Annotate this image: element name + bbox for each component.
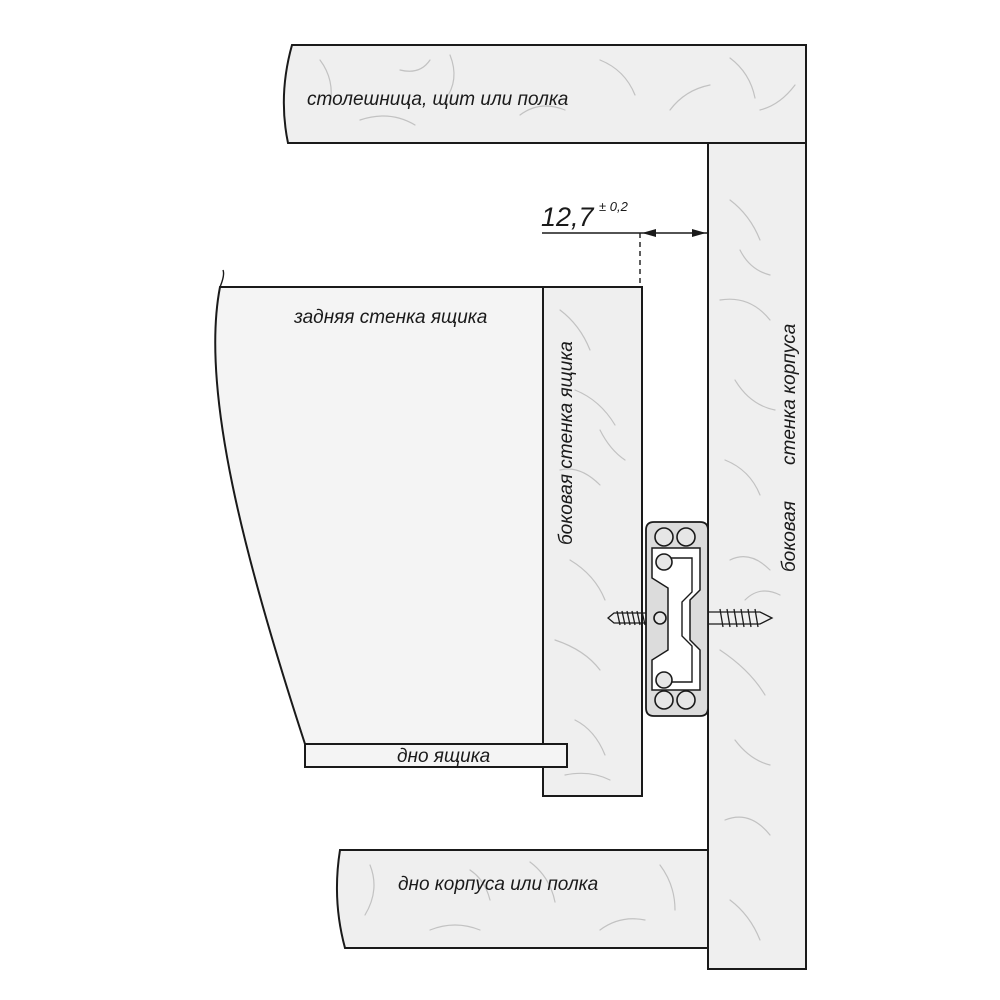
wood-grain — [719, 199, 781, 941]
drawer-back-wall-label: задняя стенка ящика — [293, 307, 487, 328]
drawer-screw-icon — [606, 610, 652, 626]
ball-bearing-slide — [606, 521, 774, 717]
cabinet-bottom-panel — [335, 849, 709, 949]
cabinet-bottom-label: дно корпуса или полка — [398, 874, 598, 895]
dimension-annotation: 12,7 ± 0,2 — [541, 199, 707, 287]
dimension-value: 12,7 — [541, 202, 595, 232]
cabinet-side-wall-label-line2: стенка корпуса — [779, 324, 800, 465]
wood-grain — [364, 861, 676, 931]
bearing-ball-icon — [655, 553, 673, 571]
drawer-side-wall-label: боковая стенка ящика — [556, 341, 577, 545]
drawer-bottom-label: дно ящика — [397, 746, 490, 767]
bearing-ball-icon — [654, 527, 674, 547]
wood-grain — [554, 309, 626, 781]
cabinet-screw-icon — [700, 608, 774, 628]
wood-grain — [319, 54, 796, 126]
bearing-ball-icon — [676, 690, 696, 710]
cabinet-side-wall-label-line1: боковая — [779, 501, 800, 572]
bearing-ball-icon — [654, 690, 674, 710]
drawer-bottom — [304, 743, 568, 768]
arrow-right-icon — [692, 229, 706, 237]
rivet-icon — [653, 611, 667, 625]
arrow-left-icon — [642, 229, 656, 237]
cabinet-side-wall — [707, 142, 807, 970]
countertop-label: столешница, щит или полка — [307, 89, 568, 110]
drawer-side-wall — [542, 286, 643, 797]
drawer-back-wall — [214, 269, 544, 745]
bearing-ball-icon — [676, 527, 696, 547]
bearing-ball-icon — [655, 671, 673, 689]
dimension-tolerance: ± 0,2 — [599, 199, 629, 214]
